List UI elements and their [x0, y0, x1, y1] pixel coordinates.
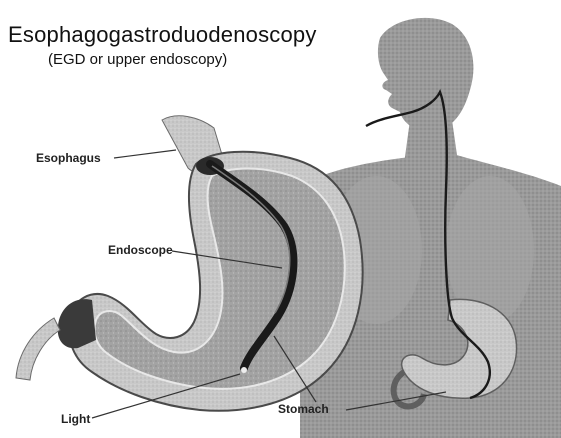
duodenum-tube	[58, 299, 96, 348]
duodenum-segment	[16, 318, 60, 380]
label-esophagus: Esophagus	[36, 151, 101, 165]
leader-esophagus	[114, 150, 176, 158]
label-light: Light	[61, 412, 90, 426]
label-endoscope: Endoscope	[108, 243, 173, 257]
endoscope-light	[241, 367, 247, 373]
label-stomach: Stomach	[278, 402, 329, 416]
page-subtitle: (EGD or upper endoscopy)	[48, 51, 227, 68]
head	[378, 18, 474, 130]
page-title: Esophagogastroduodenoscopy	[8, 22, 317, 48]
